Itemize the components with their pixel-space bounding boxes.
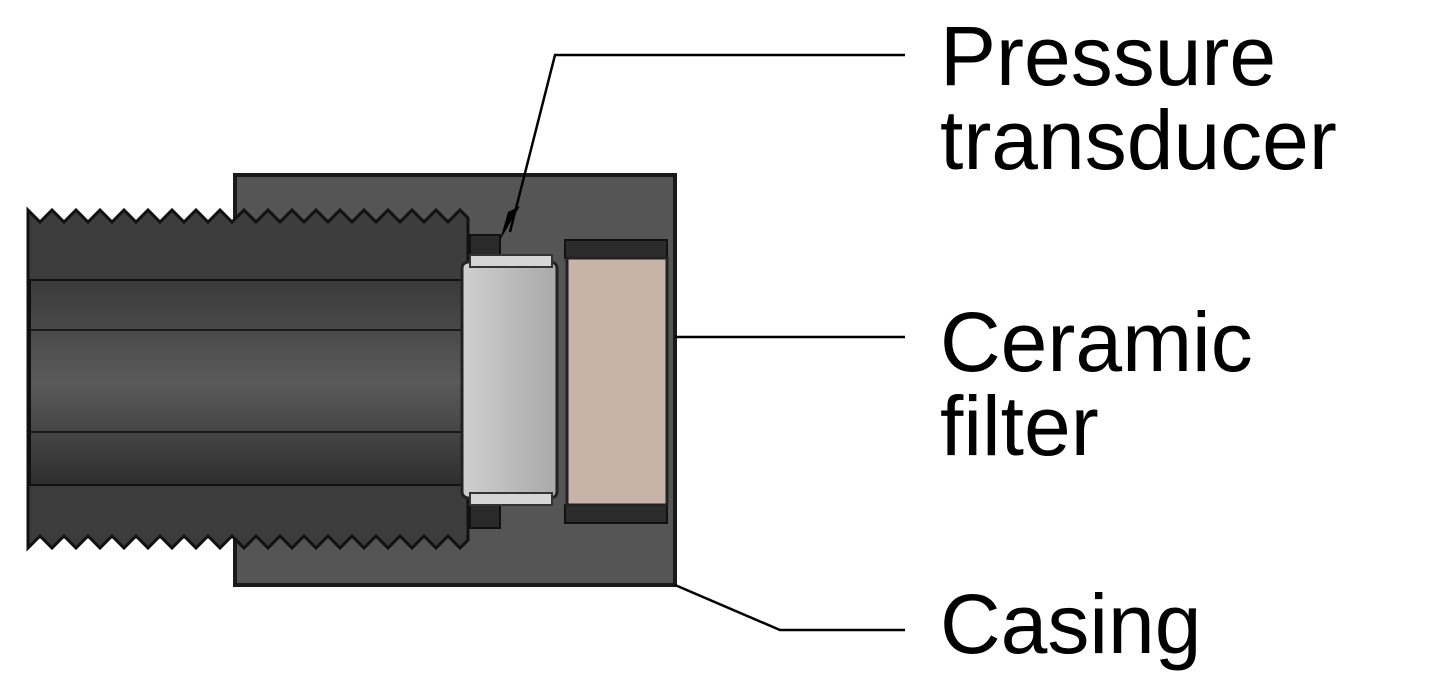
leader-line-casing <box>674 583 905 632</box>
label-pressure-transducer-line1: Pressure <box>940 9 1277 103</box>
label-ceramic-filter-line1: Ceramic <box>940 295 1253 389</box>
label-pressure-transducer-line2: transducer <box>940 93 1337 187</box>
leader-arrowhead-pressure-transducer <box>500 206 520 240</box>
filter-band-bottom <box>564 504 668 524</box>
label-casing-line1: Casing <box>940 577 1202 671</box>
label-ceramic-filter-line2: filter <box>940 379 1099 473</box>
leader-line-pressure-transducer <box>508 53 905 233</box>
label-casing: Casing <box>940 582 1201 666</box>
label-ceramic-filter: Ceramic filter <box>940 300 1253 468</box>
transducer-lip-bottom <box>469 492 553 506</box>
bore <box>29 279 471 486</box>
ceramic-filter-element <box>565 256 669 507</box>
pressure-transducer-element <box>460 260 559 500</box>
label-pressure-transducer: Pressure transducer <box>940 14 1337 182</box>
transducer-lip-top <box>469 254 553 268</box>
filter-band-top <box>564 239 668 259</box>
